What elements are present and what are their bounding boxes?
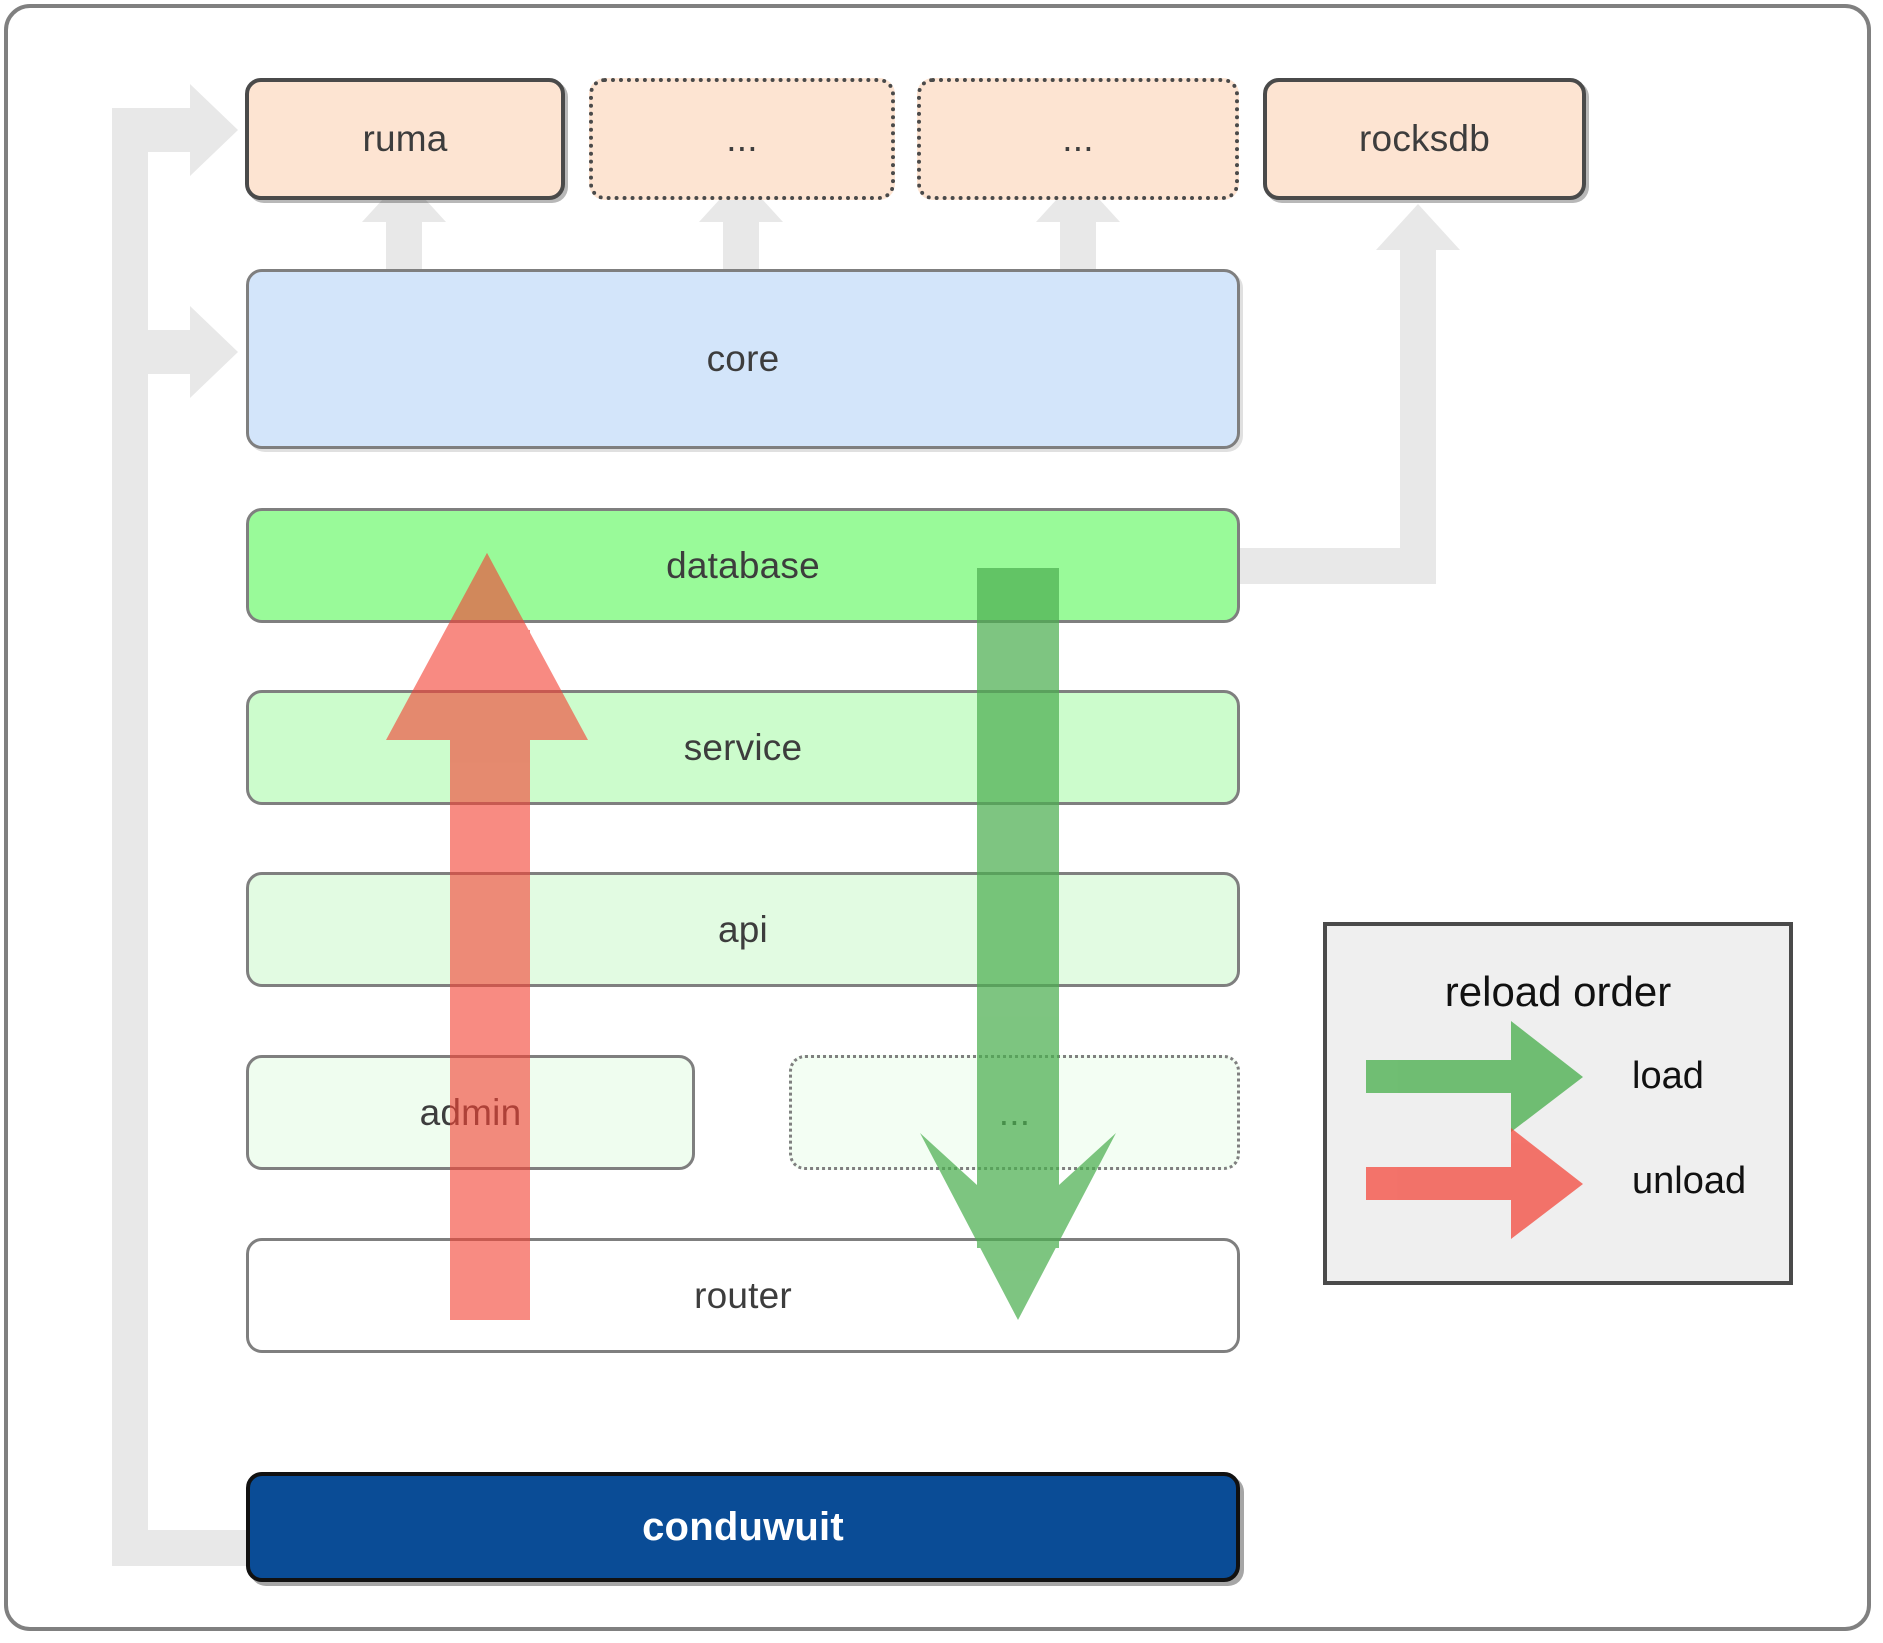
connector-group [112, 84, 1460, 1566]
layer-box-api[interactable]: api [246, 872, 1240, 987]
layer-box-router[interactable]: router [246, 1238, 1240, 1353]
connector-arrow-to-ruma [112, 84, 238, 176]
legend-load-arrow [1366, 1021, 1583, 1132]
legend-title: reload order [1444, 968, 1672, 1015]
connector-arrow-core-to-ruma [362, 176, 446, 272]
connector-arrow-to-core [112, 306, 238, 398]
legend-unload-arrow [1366, 1128, 1583, 1239]
layer-box-database[interactable]: database [246, 508, 1240, 623]
legend-label-load: load [1632, 1055, 1704, 1097]
legend-panel [1323, 922, 1793, 1285]
connector-arrow-core-to-dep3 [1036, 176, 1120, 272]
unload-arrow-shaft [450, 630, 530, 1320]
unload-arrow [386, 553, 588, 1320]
connector-binary-trunk [112, 130, 248, 1566]
load-arrow-head [920, 1133, 1116, 1320]
binary-box-conduwuit[interactable]: conduwuit [246, 1472, 1240, 1582]
legend-label-unload: unload [1632, 1160, 1747, 1202]
unload-arrow-head-wide [386, 553, 588, 740]
load-arrow [920, 568, 1116, 1320]
connector-database-to-rocksdb [1224, 204, 1460, 584]
connector-arrow-core-to-dep2 [699, 176, 783, 272]
